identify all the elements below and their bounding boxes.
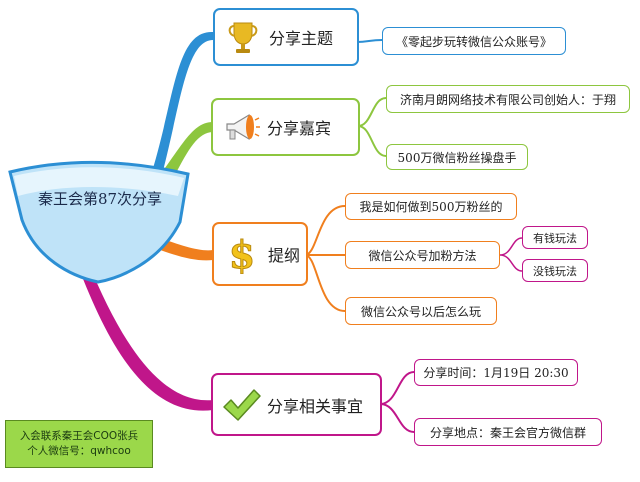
leaf-outline-methods[interactable]: 微信公众号加粉方法 [345,241,500,269]
branch-outline-label: 提纲 [268,246,301,265]
branch-matters[interactable]: 分享相关事宜 [211,373,382,436]
leaf-guest-fans[interactable]: 500万微信粉丝操盘手 [386,144,528,170]
trophy-icon [228,22,258,53]
leaf-matters-time[interactable]: 分享时间：1月19日 20:30 [414,359,578,386]
leaf-topic-title[interactable]: 《零起步玩转微信公众账号》 [382,27,566,55]
branch-matters-label: 分享相关事宜 [267,396,364,416]
branch-connector-guest [165,122,213,175]
leaf-connector-topic [356,39,383,43]
leaf-outline-paid[interactable]: 有钱玩法 [522,226,588,249]
branch-topic-label: 分享主题 [269,29,334,48]
checkmark-icon [223,388,261,421]
leaf-connector-sub [499,237,523,272]
branch-topic[interactable]: 分享主题 [213,8,359,66]
leaf-guest-founder[interactable]: 济南月朗网络技术有限公司创始人：于翔 [386,85,630,113]
leaf-outline-how[interactable]: 我是如何做到500万粉丝的 [345,193,517,220]
branch-connector-topic [150,31,213,182]
svg-text:$: $ [229,234,255,274]
megaphone-icon [226,113,260,141]
leaf-matters-place[interactable]: 分享地点：秦王会官方微信群 [414,418,602,446]
center-shield [8,161,190,284]
branch-guest-label: 分享嘉宾 [267,119,332,138]
branch-connector-matters [78,262,213,411]
branch-guest[interactable]: 分享嘉宾 [211,98,360,156]
branch-outline[interactable]: $ 提纲 [212,222,308,286]
contact-note-line2: 个人微信号：qwhcoo [27,445,131,457]
leaf-outline-future[interactable]: 微信公众号以后怎么玩 [345,297,497,325]
leaf-connector-guest [357,97,387,157]
contact-note-line1: 入会联系秦王会COO张兵 [19,430,139,442]
leaf-connector-matters [379,371,415,433]
center-title: 秦王会第87次分享 [37,190,163,208]
dollar-icon: $ [228,234,255,274]
leaf-outline-free[interactable]: 没钱玩法 [522,259,588,282]
contact-note: 入会联系秦王会COO张兵 个人微信号：qwhcoo [5,420,153,468]
leaf-connector-outline [304,205,346,312]
